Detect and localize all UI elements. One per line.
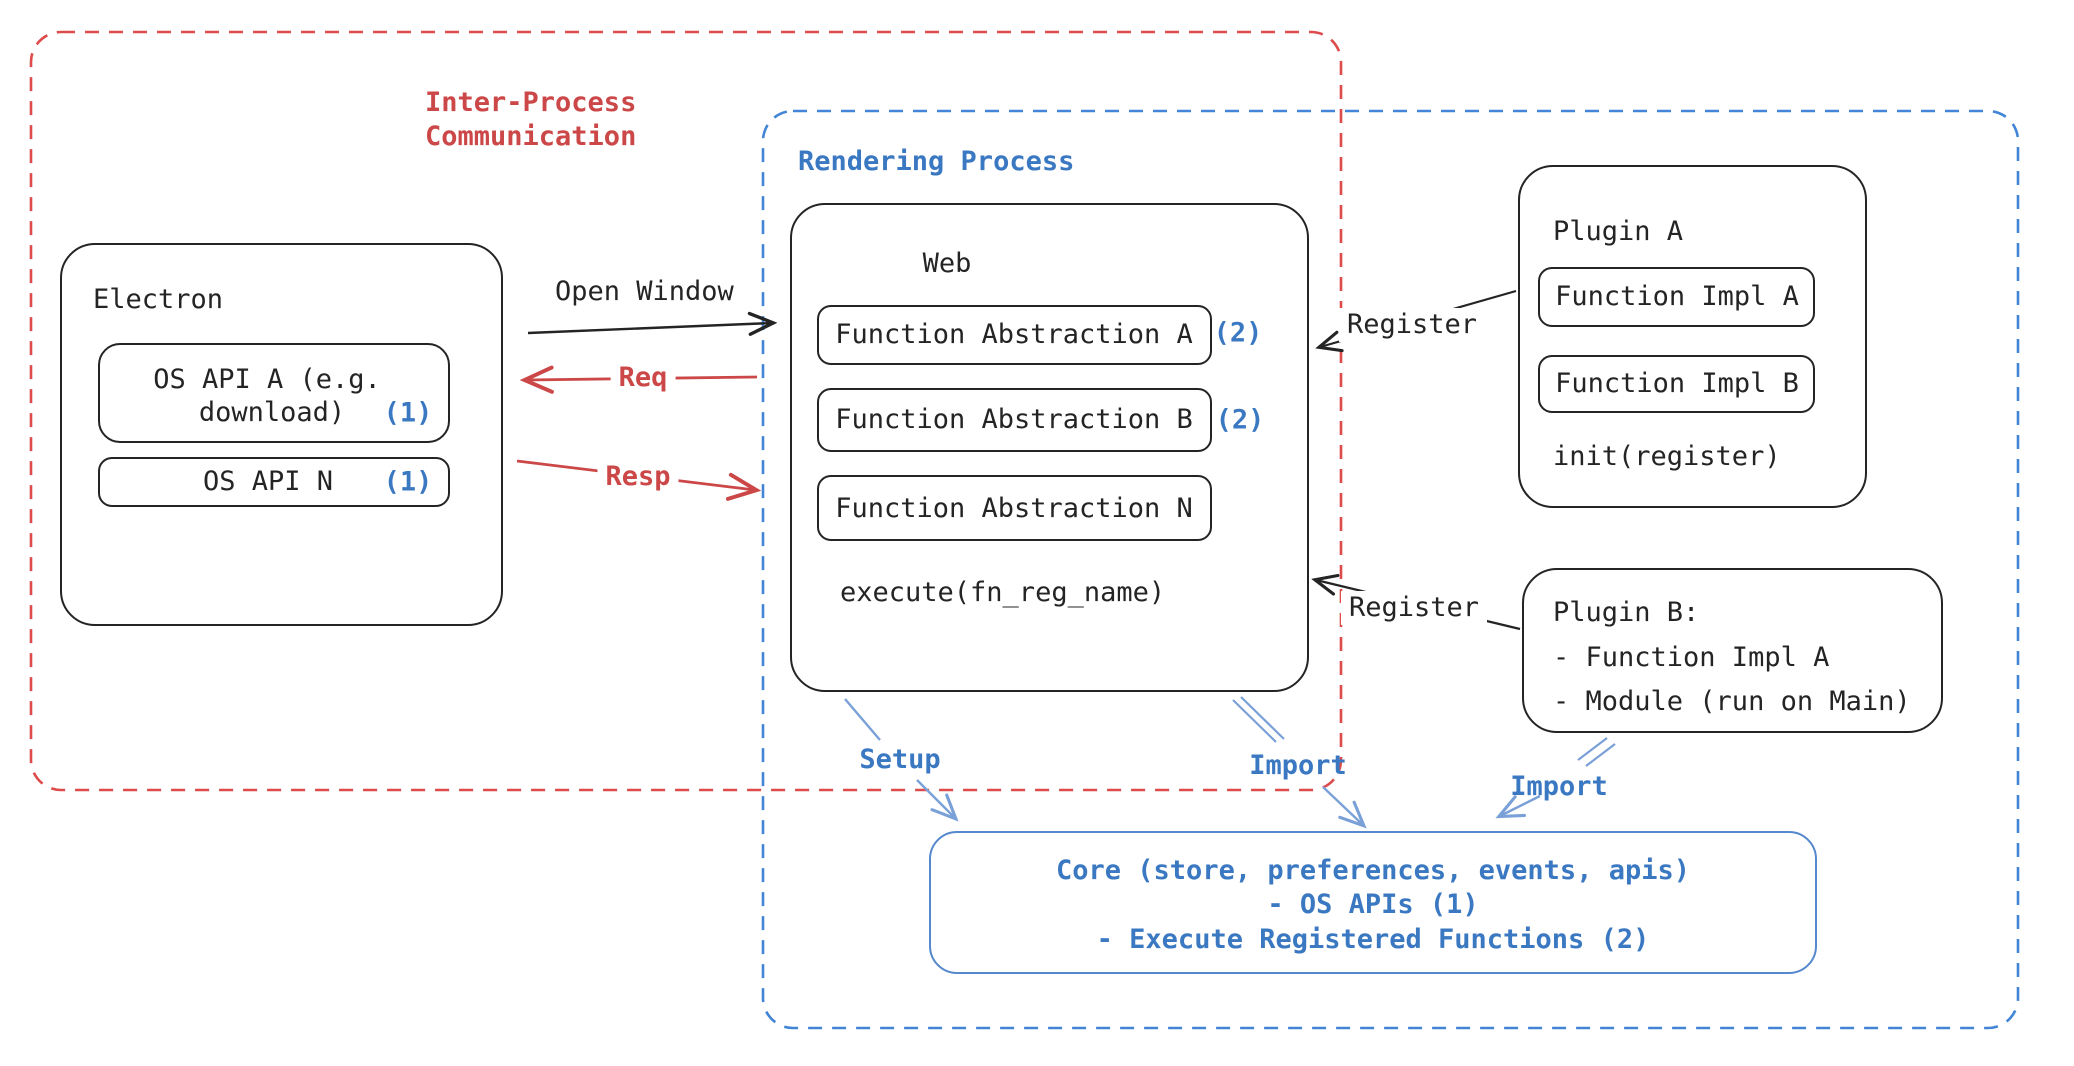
import-web-arrow-tail2	[1240, 696, 1285, 740]
import-web-arrow-tail	[1232, 699, 1277, 743]
function-impl-b-label: Function Impl B	[1555, 368, 1799, 399]
os-api-n-label: OS API N	[202, 466, 334, 497]
import-web-arrow-head	[1322, 786, 1367, 829]
core-line-1: Core (store, preferences, events, apis)	[1056, 855, 1690, 886]
plugin-a-title: Plugin A	[1553, 216, 1684, 247]
register-b-label: Register	[1340, 591, 1488, 625]
function-abstraction-b-label: Function Abstraction B	[835, 404, 1193, 435]
function-impl-b-box	[1538, 355, 1815, 413]
web-title: Web	[922, 248, 972, 279]
import-plugin-arrow-tail2	[1577, 737, 1608, 761]
import-plugin-arrow-head	[1495, 794, 1541, 819]
import-plugin-arrow-tail	[1585, 743, 1616, 767]
plugin-b-item-module: - Module (run on Main)	[1553, 686, 1911, 717]
import-web-label: Import	[1249, 750, 1347, 781]
open-window-label: Open Window	[555, 276, 734, 307]
os-api-a-badge: (1)	[383, 397, 433, 429]
rendering-region-frame	[761, 109, 2020, 1030]
plugin-b-item-impl-a: - Function Impl A	[1553, 642, 1830, 673]
function-abstraction-n-box	[817, 475, 1212, 541]
electron-title: Electron	[93, 284, 224, 315]
core-box	[929, 831, 1817, 974]
function-abstraction-n-label: Function Abstraction N	[835, 493, 1193, 524]
open-window-arrow	[527, 323, 772, 333]
init-register-label: init(register)	[1553, 441, 1781, 472]
resp-label: Resp	[597, 460, 679, 494]
core-line-2: - OS APIs (1)	[1267, 889, 1479, 920]
function-impl-a-label: Function Impl A	[1555, 281, 1799, 312]
plugin-b-box	[1522, 568, 1943, 733]
ipc-region-frame	[29, 30, 1343, 792]
function-abstraction-a-badge: (2)	[1213, 317, 1263, 349]
plugin-b-title: Plugin B:	[1553, 597, 1700, 628]
function-abstraction-b-box	[817, 388, 1212, 452]
setup-arrow-head	[916, 779, 959, 822]
function-impl-a-box	[1538, 267, 1815, 327]
req-label: Req	[610, 361, 676, 395]
execute-label: execute(fn_reg_name)	[840, 577, 1166, 608]
os-api-a-box	[98, 343, 450, 443]
plugin-a-box	[1518, 165, 1867, 508]
function-abstraction-a-box	[817, 305, 1212, 365]
function-abstraction-a-label: Function Abstraction A	[835, 319, 1193, 350]
function-abstraction-b-badge: (2)	[1215, 404, 1265, 436]
register-a-label: Register	[1338, 308, 1486, 342]
os-api-n-box	[98, 457, 450, 507]
os-api-a-label-line1: OS API A (e.g.	[153, 364, 381, 395]
os-api-n-badge: (1)	[383, 466, 433, 498]
setup-arrow-tail	[844, 698, 881, 741]
setup-label: Setup	[859, 744, 941, 775]
import-plugin-label: Import	[1510, 771, 1608, 802]
os-api-a-label-line2: download)	[198, 397, 346, 428]
core-line-3: - Execute Registered Functions (2)	[1096, 924, 1650, 955]
rendering-region-label: Rendering Process	[798, 146, 1075, 177]
